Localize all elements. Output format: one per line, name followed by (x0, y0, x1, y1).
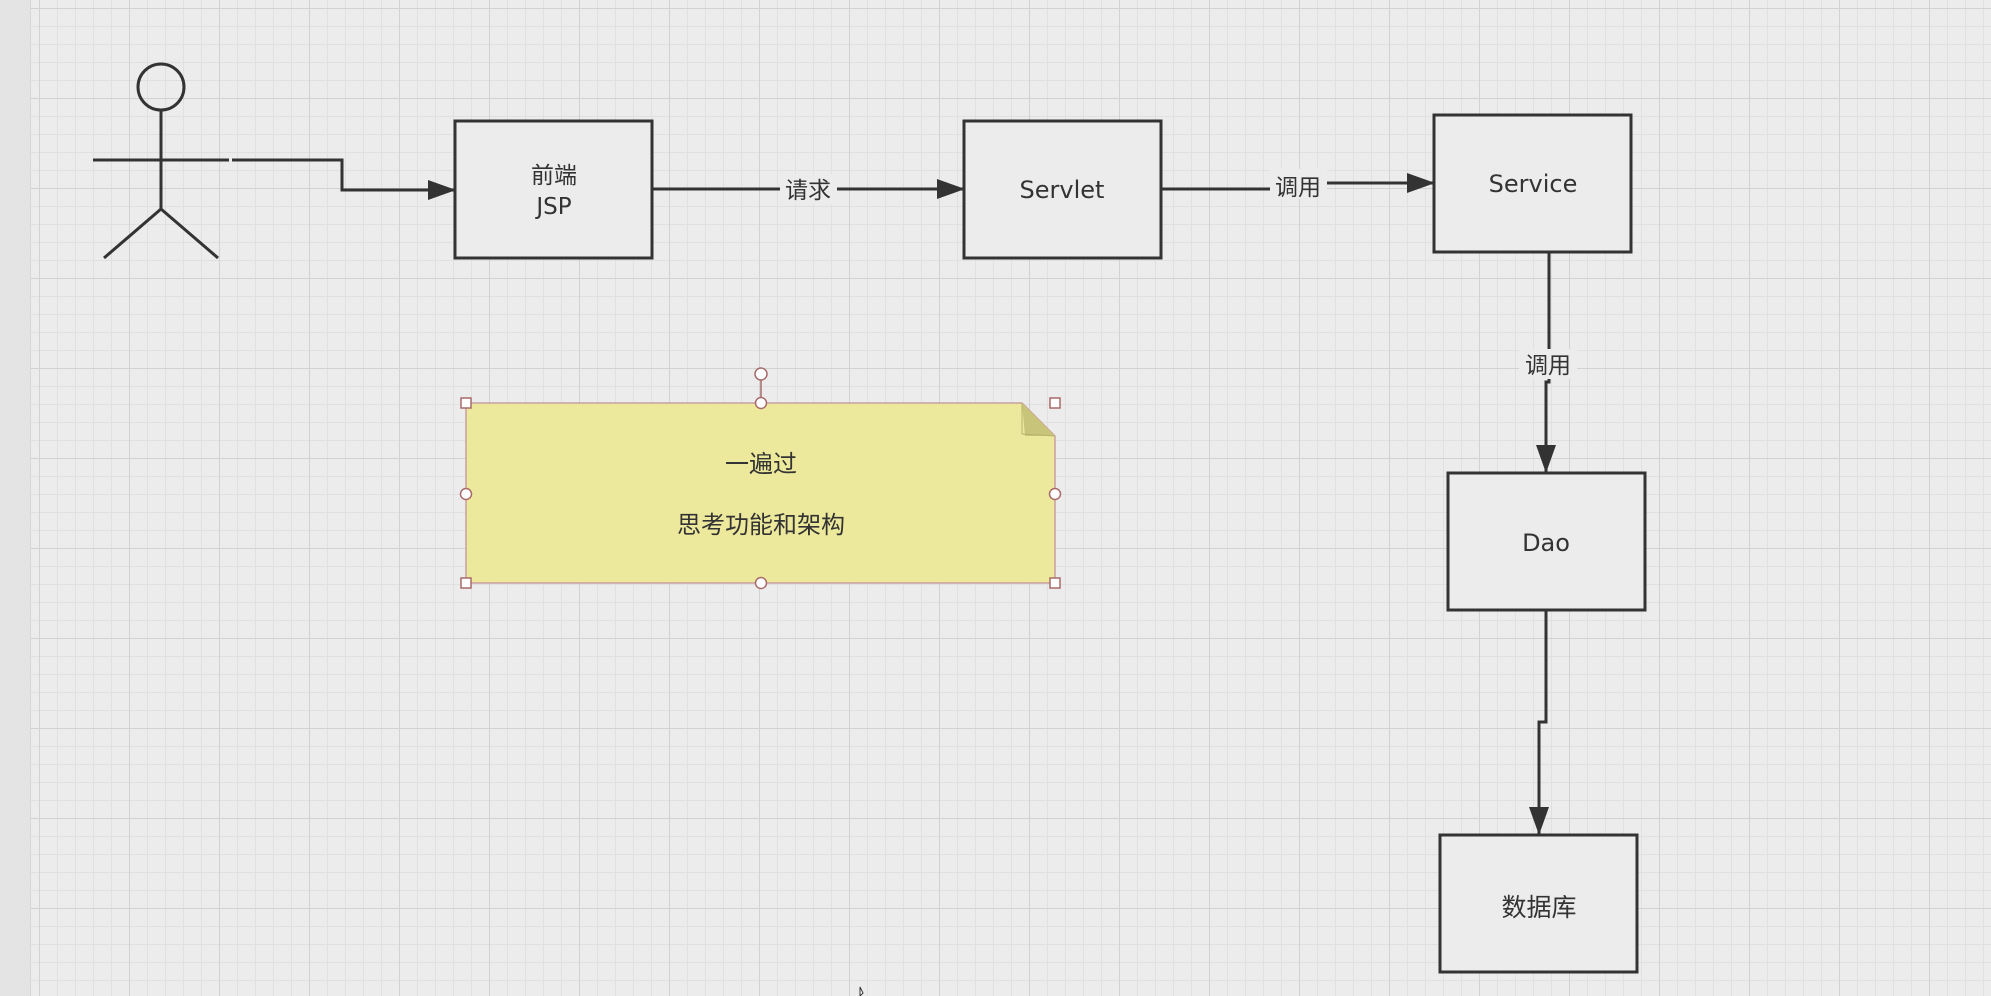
resize-handle-bottom-left[interactable] (460, 577, 472, 589)
actor-stick-figure[interactable] (93, 62, 229, 260)
edge-frontend-servlet-label: 请求 (785, 178, 831, 204)
node-servlet-box (962, 119, 1163, 260)
sticky-note-fold-edge (1021, 403, 1056, 437)
edge-label-bg (1270, 169, 1327, 199)
sticky-note-line1: 一遍过 (725, 450, 797, 478)
node-frontend-label-line1: 前端 (531, 163, 577, 189)
node-database-box (1438, 833, 1639, 974)
node-database-label: 数据库 (1501, 893, 1576, 922)
actor-head (136, 62, 186, 112)
resize-handle-top-right[interactable] (1049, 397, 1061, 409)
selection-handles[interactable] (459, 367, 1062, 590)
resize-handle-bottom[interactable] (754, 576, 768, 590)
sticky-note-body (465, 402, 1056, 584)
edge-actor-frontend[interactable] (232, 158, 456, 200)
edge-dao-database[interactable] (1529, 610, 1549, 835)
node-servlet-label: Servlet (1020, 176, 1105, 204)
node-frontend-jsp[interactable]: 前端 JSP (453, 119, 654, 260)
node-frontend-label-line2: JSP (534, 194, 571, 220)
resize-handle-bottom-right[interactable] (1049, 577, 1061, 589)
node-database[interactable]: 数据库 (1438, 833, 1639, 974)
node-dao-label: Dao (1522, 529, 1570, 557)
resize-handle-right[interactable] (1048, 487, 1062, 501)
resize-handle-left[interactable] (459, 487, 473, 501)
resize-handle-top-left[interactable] (460, 397, 472, 409)
rotate-handle[interactable] (754, 367, 768, 381)
node-dao-box (1446, 471, 1647, 612)
edge-service-dao[interactable] (1536, 252, 1556, 473)
node-servlet[interactable]: Servlet (962, 119, 1163, 260)
sticky-note-line2: 思考功能和架构 (677, 511, 845, 539)
edge-label-bg (1519, 349, 1577, 379)
node-service[interactable]: Service (1432, 113, 1633, 254)
node-dao[interactable]: Dao (1446, 471, 1647, 612)
edge-label-bg (780, 174, 837, 204)
node-frontend-box (453, 119, 654, 260)
sticky-note-folded-corner (1022, 403, 1055, 436)
actor-right-leg (160, 207, 219, 260)
actor-left-leg (103, 207, 162, 260)
edge-service-dao-label: 调用 (1525, 353, 1571, 379)
canvas-left-ruler (0, 0, 31, 996)
node-service-box (1432, 113, 1633, 254)
edge-servlet-service-label: 调用 (1275, 175, 1321, 201)
resize-handle-top[interactable] (754, 396, 768, 410)
sticky-note[interactable]: 一遍过 思考功能和架构 (465, 402, 1056, 584)
node-service-label: Service (1489, 170, 1578, 198)
mouse-cursor-icon (859, 986, 864, 996)
